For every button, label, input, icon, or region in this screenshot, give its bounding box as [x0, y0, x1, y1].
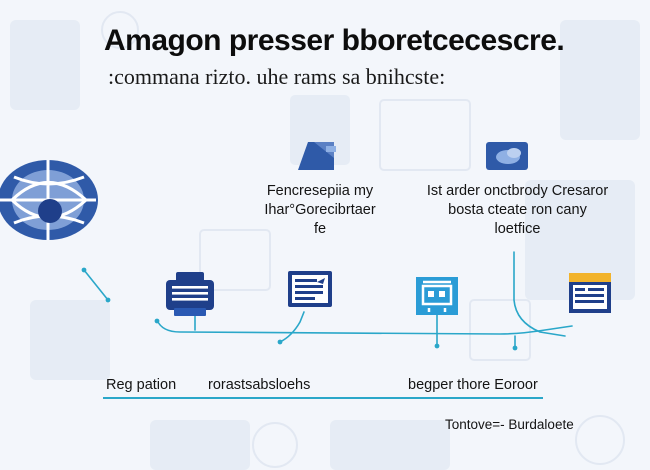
caption-right-line-2: bosta cteate ron cany: [448, 202, 587, 218]
connector-left-short: [83, 269, 109, 301]
caption-right: Ist arder onctbrody Cresaror bosta cteat…: [405, 182, 630, 239]
caption-left-line-2: Ihar°Gorecibrtaer: [264, 202, 376, 218]
caption-right-line-1: Ist arder onctbrody Cresaror: [426, 183, 609, 199]
cloud-folder-icon: [486, 142, 528, 170]
baseline-divider: [103, 397, 543, 399]
browser-window-icon: [569, 273, 611, 313]
connector-doc: [279, 311, 305, 343]
network-device-icon: [416, 277, 458, 315]
node-dot-6: [512, 345, 518, 351]
connector-right-curve: [513, 251, 566, 337]
globe-icon: [0, 160, 98, 240]
connector-main: [156, 319, 573, 335]
caption-right-line-3: loetfice: [494, 221, 541, 237]
node-dot-4: [277, 339, 283, 345]
page-title: Amagon presser bboretcecescre.: [104, 24, 565, 57]
label-right: begper thore Eoroor: [408, 377, 538, 393]
label-middle: rorastsabsloehs: [208, 377, 311, 393]
node-dot-2: [105, 297, 111, 303]
node-dot-5: [434, 343, 440, 349]
printer-icon: [166, 272, 214, 316]
node-dot-1: [81, 267, 87, 273]
caption-left-line-3: fe: [313, 221, 327, 237]
label-registration: Reg pation: [106, 377, 177, 393]
caption-left-line-1: Fencresepiia my: [266, 183, 374, 199]
caption-left: Fencresepiia my Ihar°Gorecibrtaer fe: [250, 182, 390, 239]
document-icon: [288, 271, 332, 307]
page-subtitle: :commana rizto. uhe rams sa bnihcste:: [108, 64, 446, 89]
folder-icon: [298, 142, 336, 170]
node-dot-3: [154, 318, 160, 324]
footer-text: Tontove=- Burdaloete: [445, 417, 574, 432]
